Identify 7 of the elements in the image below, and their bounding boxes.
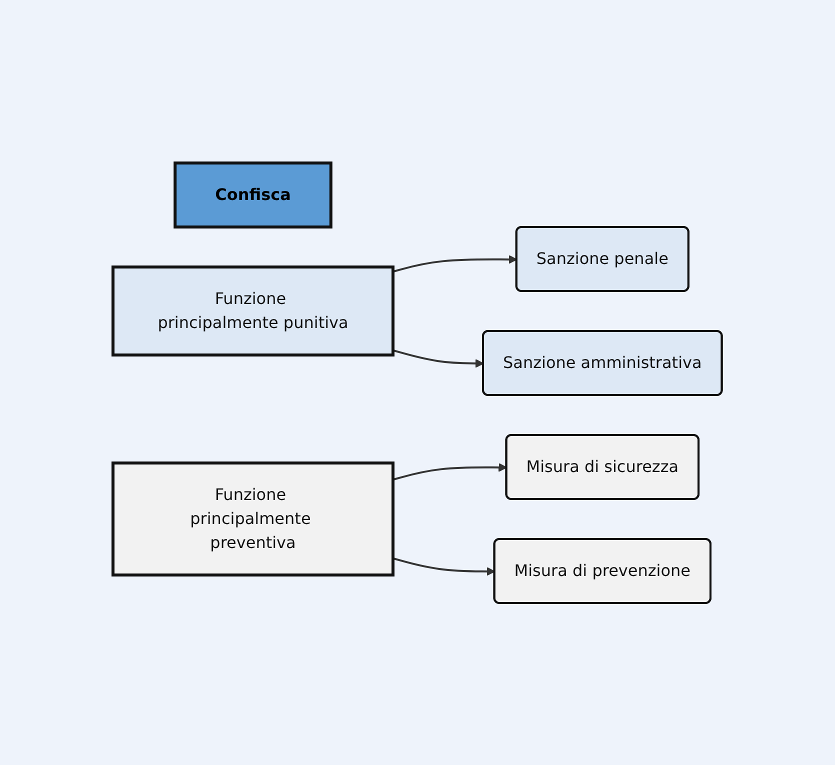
node-box: Funzione principalmente punitiva: [112, 265, 395, 356]
arrow: [392, 556, 496, 576]
node-box: Funzione principalmente preventiva: [112, 461, 395, 576]
arrow: [392, 254, 518, 272]
arrow: [392, 348, 484, 368]
arrow: [392, 462, 508, 480]
node-box: Confisca: [174, 161, 332, 228]
